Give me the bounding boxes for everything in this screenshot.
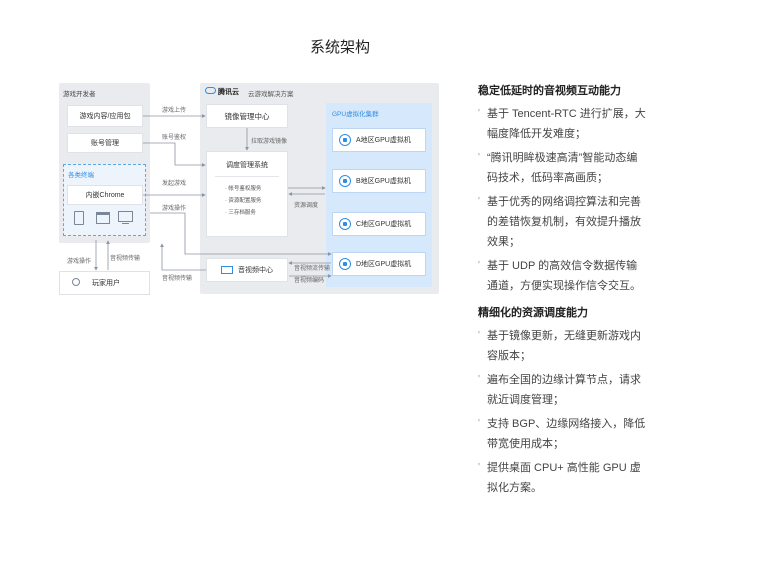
player-label: 玩家用户 [92,280,120,287]
gpu-icon [339,218,351,230]
bullet-mark: ' [478,462,480,473]
edge-label: 发起游戏 [162,181,187,187]
account-management-box: 账号管理 [67,133,143,153]
gpu-node-b: B地区GPU虚拟机 [332,169,426,193]
feature-bullet: '基于镜像更新，无缝更新游戏内容版本； [478,326,648,366]
browser-icon [96,212,110,224]
feature-bullet: '“腾讯明眸极速高清”智能动态编码技术，低码率高画质； [478,148,648,188]
game-content-box: 游戏内容/应用包 [67,105,143,127]
edge-label: 音视频编码 [294,278,325,284]
av-center-box: 音视频中心 [206,258,288,282]
bullet-mark: ' [478,108,480,119]
edge-label: 资源调度 [294,203,319,209]
user-icon [72,278,80,286]
edge-label: 游戏操作 [67,259,92,265]
gpu-node-label: B地区GPU虚拟机 [356,178,411,185]
gpu-cluster-title: GPU虚拟化集群 [332,111,379,118]
feature-bullet: '遍布全国的边缘计算节点，请求就近调度管理； [478,370,648,410]
bullet-mark: ' [478,260,480,271]
bullet-mark: ' [478,418,480,429]
developer-panel-title: 游戏开发者 [63,91,96,98]
feature-section: 稳定低延时的音视频互动能力 '基于 Tencent-RTC 进行扩展，大幅度降低… [478,82,648,296]
edge-label: 音视频流传输 [294,266,331,272]
cloud-solution: 云游戏解决方案 [248,91,294,98]
player-box: 玩家用户 [59,271,150,295]
monitor-icon [118,211,133,222]
gpu-node-label: A地区GPU虚拟机 [356,137,411,144]
dispatch-title: 调度管理系统 [215,160,279,177]
gpu-node-label: D地区GPU虚拟机 [356,261,412,268]
section-title: 稳定低延时的音视频互动能力 [478,85,621,97]
edge-label: 账号鉴权 [162,135,187,141]
video-icon [221,266,233,274]
dispatch-item: · 帐号鉴权服务 [225,186,262,192]
bullet-mark: ' [478,330,480,341]
monitor-stand [122,223,129,224]
av-center-label: 音视频中心 [238,267,273,274]
image-center-box: 镜像管理中心 [206,104,288,128]
feature-bullet: '基于优秀的网络调控算法和完善的差错恢复机制，有效提升播放效果； [478,192,648,252]
bullet-mark: ' [478,152,480,163]
edge-label: 音视频传输 [162,276,193,282]
gpu-node-a: A地区GPU虚拟机 [332,128,426,152]
section-title: 精细化的资源调度能力 [478,307,588,319]
feature-bullet: '基于 Tencent-RTC 进行扩展，大幅度降低开发难度； [478,104,648,144]
tablet-icon [74,211,84,225]
edge-label: 拉取游戏镜像 [251,139,288,145]
dispatch-system-box: 调度管理系统 · 帐号鉴权服务 · 资源配置服务 · 三存档服务 [206,151,288,237]
chrome-box: 内嵌Chrome [67,185,143,205]
edge-label: 游戏上传 [162,108,187,114]
feature-bullet: '基于 UDP 的高效信令数据传输通道，方便实现操作信令交互。 [478,256,648,296]
gpu-icon [339,134,351,146]
gpu-icon [339,258,351,270]
gpu-node-label: C地区GPU虚拟机 [356,221,412,228]
feature-section: 精细化的资源调度能力 '基于镜像更新，无缝更新游戏内容版本； '遍布全国的边缘计… [478,304,648,498]
feature-bullet: '支持 BGP、边缘网络接入，降低带宽使用成本； [478,414,648,454]
cloud-brand: 腾讯云 [218,89,239,96]
cloud-logo-icon [205,87,216,94]
gpu-node-c: C地区GPU虚拟机 [332,212,426,236]
page-title: 系统架构 [309,39,370,56]
gpu-node-d: D地区GPU虚拟机 [332,252,426,276]
dispatch-item: · 资源配置服务 [225,198,262,204]
bullet-mark: ' [478,374,480,385]
dispatch-item: · 三存档服务 [225,210,256,216]
feature-bullet: '提供桌面 CPU+ 高性能 GPU 虚拟化方案。 [478,458,648,498]
edge-label: 音视频传输 [110,256,141,262]
gpu-icon [339,175,351,187]
bullet-mark: ' [478,196,480,207]
feature-list: 稳定低延时的音视频互动能力 '基于 Tencent-RTC 进行扩展，大幅度降低… [478,82,648,502]
endpoint-title: 各类终端 [68,172,94,179]
edge-label: 游戏操作 [162,206,187,212]
